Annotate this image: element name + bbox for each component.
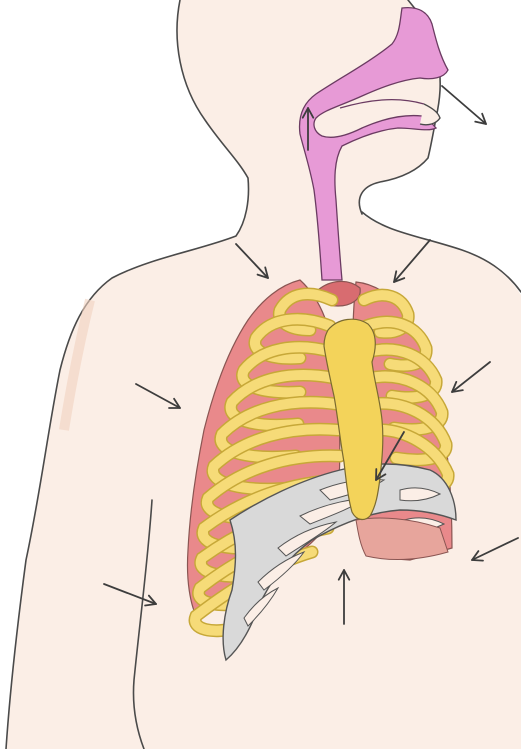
arrow-exhale-mouth-icon: [442, 86, 486, 124]
arrow-exhale-mouth-shaft: [442, 86, 486, 124]
